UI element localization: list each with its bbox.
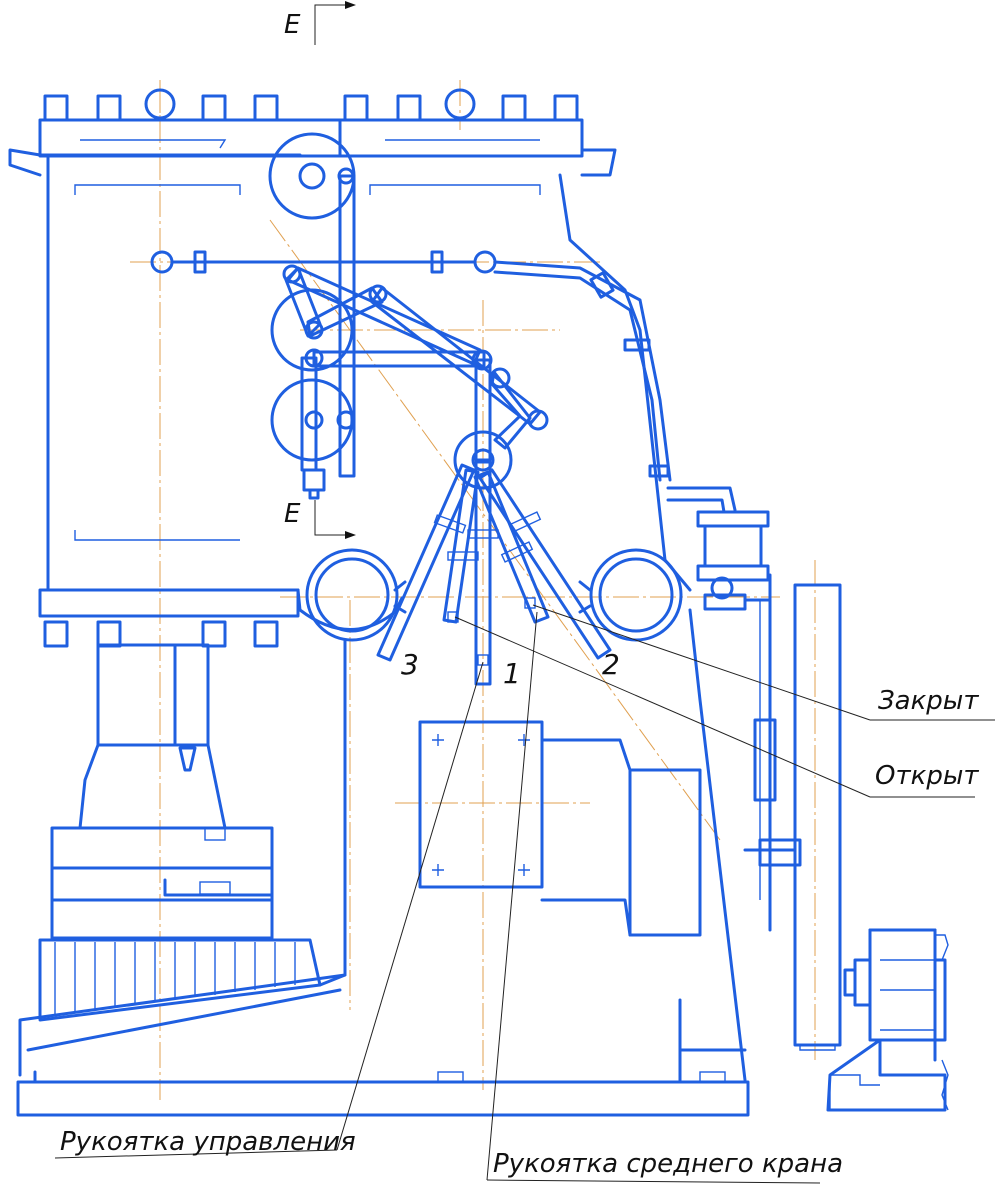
top-cover [8,118,617,177]
section-mark-bottom: E [284,499,301,529]
handle-hub [453,430,513,490]
lower-bolts [43,620,279,648]
flywheel [743,573,842,1051]
motor [418,720,702,937]
handle-position-2 [473,468,612,660]
closed-label: Закрыт [878,686,979,716]
top-bolts [43,88,579,122]
ram-and-anvil [38,643,322,1022]
open-label: Открыт [875,761,979,791]
control-handle-label: Рукоятка управления [60,1127,356,1157]
valve-fitting [703,576,772,611]
spool [696,510,770,582]
position-3-label: 3 [401,648,419,681]
ribs [54,942,296,1015]
section-marks [314,1,356,539]
frame [16,173,750,1117]
cylinder [38,154,541,618]
leader-lines [54,604,995,1184]
gearbox [826,928,949,1112]
position-1-label: 1 [503,657,521,690]
pipes [305,548,683,642]
labels: E E 1 2 3 Закрыт Открыт Рукоятка управле… [60,10,979,1179]
valve-mechanism [150,132,737,514]
section-mark-top: E [284,10,301,40]
position-2-label: 2 [602,648,620,681]
middle-valve-handle-label: Рукоятка среднего крана [493,1149,843,1179]
handle-position-3 [376,463,480,662]
